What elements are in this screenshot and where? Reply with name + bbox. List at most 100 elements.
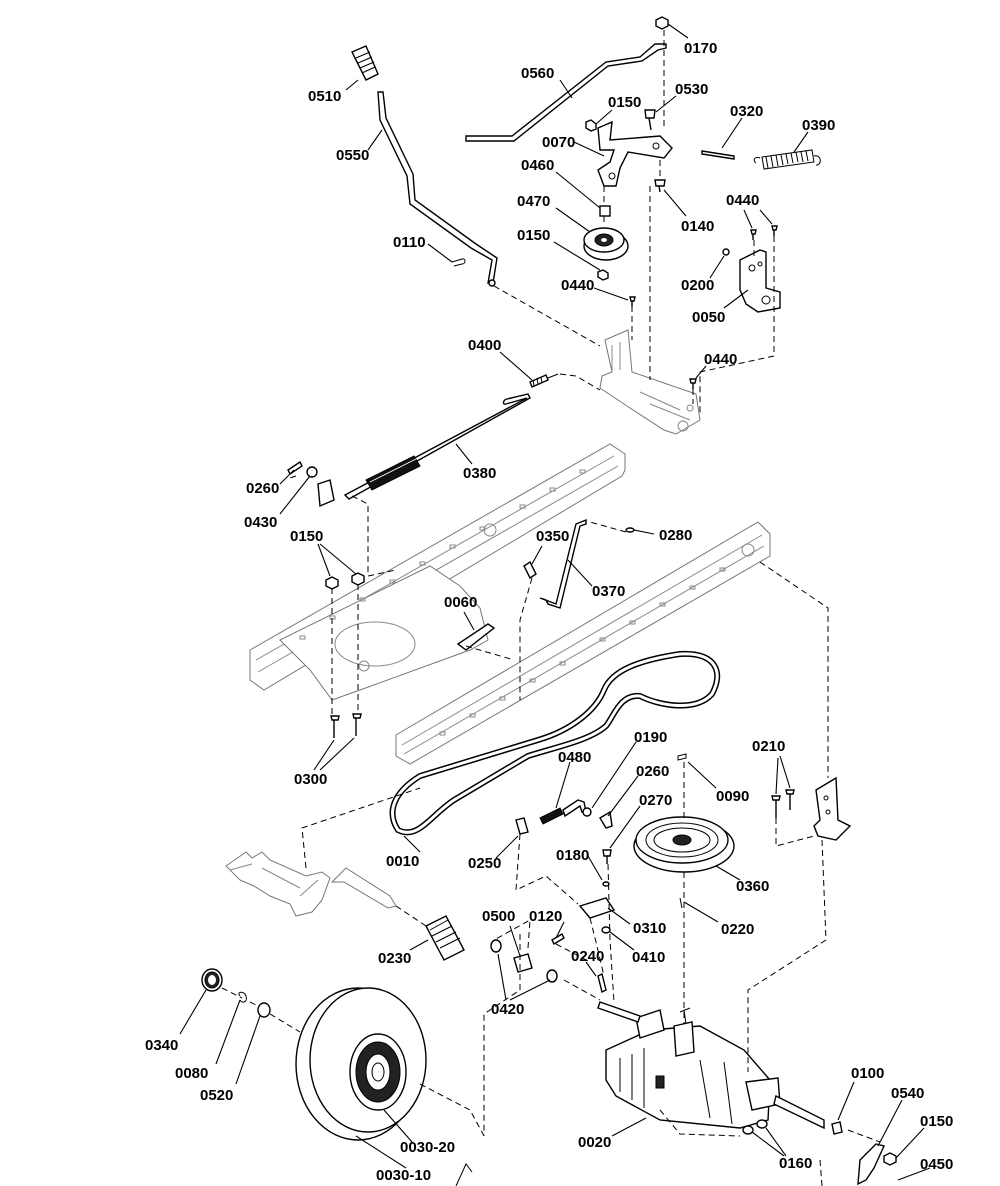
- bolt-0140: [654, 179, 666, 193]
- shift-lever-rod: [377, 91, 498, 284]
- label-0140: 0140: [681, 218, 714, 235]
- label-0260-b: 0260: [636, 763, 669, 780]
- label-0030-20: 0030-20: [400, 1139, 455, 1156]
- cotter-0110: [451, 258, 466, 267]
- washer-0160-b: [756, 1119, 768, 1129]
- clip-0350: [523, 560, 537, 580]
- label-0560: 0560: [521, 65, 554, 82]
- bolt-0530: [644, 109, 656, 131]
- bolt-0270: [602, 849, 612, 864]
- frame-rail-right: [395, 521, 771, 765]
- label-0150-d: 0150: [920, 1113, 953, 1130]
- washer-0420-a: [490, 939, 502, 953]
- washer-0410: [601, 926, 611, 934]
- label-0300: 0300: [294, 771, 327, 788]
- screw-0440-c: [629, 296, 636, 307]
- label-0500: 0500: [482, 908, 515, 925]
- label-0330: 0330: [476, 1183, 509, 1186]
- screw-0440-d: [689, 378, 697, 389]
- label-0440-b: 0440: [561, 277, 594, 294]
- label-0550: 0550: [336, 147, 369, 164]
- bolt-0300-a: [330, 715, 340, 738]
- shift-knob: [351, 45, 379, 81]
- pin-0250: [515, 817, 529, 835]
- label-0320: 0320: [730, 103, 763, 120]
- nut-0150: [585, 119, 597, 132]
- idler-pulley-0470: [583, 227, 629, 261]
- label-0090: 0090: [716, 788, 749, 805]
- bracket-hole: [652, 142, 660, 150]
- shift-assembly: [225, 851, 331, 917]
- nut-0150-d: [351, 572, 365, 586]
- label-0080: 0080: [175, 1065, 208, 1082]
- bracket-hole: [608, 172, 616, 180]
- transaxle-0020: [597, 1001, 825, 1130]
- label-0250: 0250: [468, 855, 501, 872]
- washer-0190: [582, 807, 592, 817]
- washer-0430: [306, 466, 318, 478]
- label-0010: 0010: [386, 853, 419, 870]
- label-0060: 0060: [444, 594, 477, 611]
- hub-cap-0340: [201, 968, 223, 992]
- label-0380: 0380: [463, 465, 496, 482]
- label-0510: 0510: [308, 88, 341, 105]
- bracket-0310: [578, 897, 616, 919]
- pivot-bracket-0070: [597, 120, 673, 187]
- phantom-lines: [221, 30, 881, 1186]
- label-0160: 0160: [779, 1155, 812, 1172]
- rod-0370: [539, 518, 587, 609]
- label-0340: 0340: [145, 1037, 178, 1054]
- washer-0160-a: [742, 1125, 754, 1135]
- label-0450: 0450: [920, 1156, 953, 1173]
- grip-0230: [425, 915, 465, 961]
- label-0440-c: 0440: [704, 351, 737, 368]
- label-0350: 0350: [536, 528, 569, 545]
- label-0210: 0210: [752, 738, 785, 755]
- nut-0170: [655, 16, 669, 30]
- rod-end: [488, 279, 496, 287]
- label-0200: 0200: [681, 277, 714, 294]
- bolt-0300-b: [352, 713, 362, 736]
- control-rod-0560: [465, 43, 667, 142]
- bracket-0540: [857, 1143, 885, 1186]
- spring-0380: [365, 455, 421, 491]
- label-0050: 0050: [692, 309, 725, 326]
- link-0430: [317, 479, 335, 508]
- label-0370: 0370: [592, 583, 625, 600]
- label-0150-b: 0150: [517, 227, 550, 244]
- label-0260-a: 0260: [246, 480, 279, 497]
- label-0530: 0530: [675, 81, 708, 98]
- wheel-0030: [295, 987, 427, 1141]
- part-0450: [897, 1167, 931, 1181]
- spring-0480: [539, 799, 587, 825]
- label-0230: 0230: [378, 950, 411, 967]
- label-0070: 0070: [542, 134, 575, 151]
- label-0120: 0120: [529, 908, 562, 925]
- label-0170: 0170: [684, 40, 717, 57]
- label-0150-c: 0150: [290, 528, 323, 545]
- pin-0280: [625, 527, 635, 533]
- washer-0520: [257, 1002, 271, 1018]
- nut-0150-b: [597, 269, 609, 281]
- frame-plate: [279, 565, 489, 701]
- spacer-0460: [599, 205, 611, 217]
- label-0270: 0270: [639, 792, 672, 809]
- bracket-right: [813, 776, 852, 841]
- bolt-0100: [831, 1121, 843, 1135]
- nut-0150-c: [325, 576, 339, 590]
- clip-0260-b: [599, 810, 613, 829]
- washer-0420-b: [546, 969, 558, 983]
- label-0220: 0220: [721, 921, 754, 938]
- pin-0120: [551, 933, 565, 945]
- label-0150-a: 0150: [608, 94, 641, 111]
- frame-cutout: [334, 621, 416, 667]
- clip-0260-a: [287, 460, 303, 476]
- part-0330: [455, 1163, 473, 1186]
- spring-0400: [529, 373, 559, 388]
- key-0220: [679, 897, 683, 909]
- label-0020: 0020: [578, 1134, 611, 1151]
- nut-0090: [677, 753, 687, 761]
- bracket-0060: [456, 623, 496, 651]
- bolt-0210-b: [785, 789, 795, 810]
